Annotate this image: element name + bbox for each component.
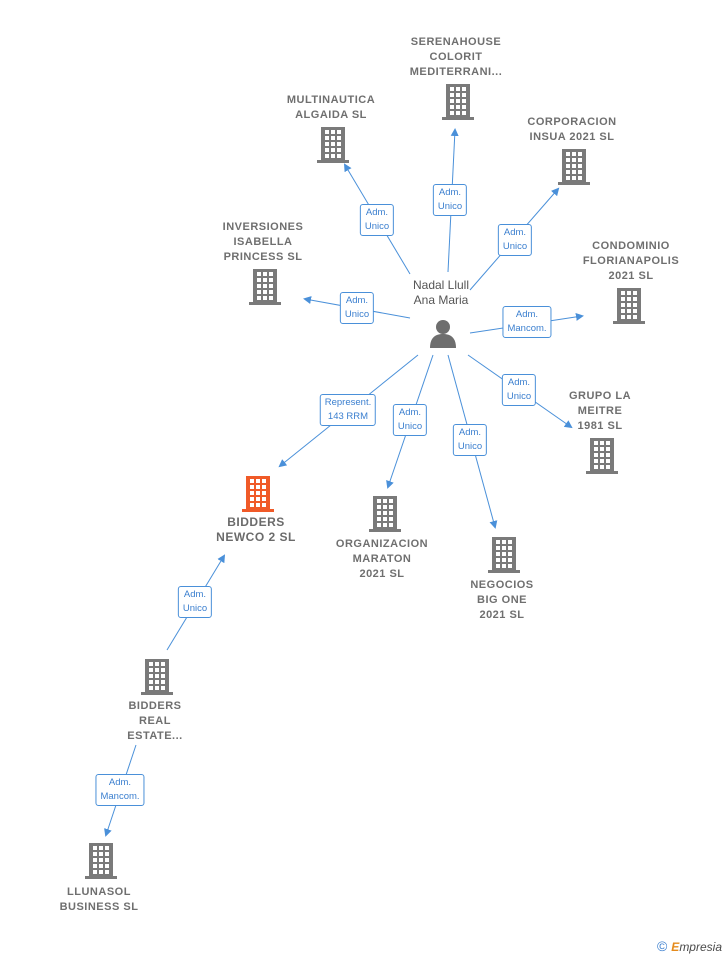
company-label-grupo[interactable]: GRUPO LA MEITRE 1981 SL bbox=[568, 390, 632, 432]
edge-label-corporacion[interactable]: Adm. Unico bbox=[497, 224, 533, 256]
company-label-biddersreal[interactable]: BIDDERS REAL ESTATE... bbox=[127, 700, 183, 742]
building-icon bbox=[242, 476, 274, 512]
building-icon bbox=[249, 269, 281, 305]
person-icon bbox=[430, 320, 456, 348]
company-node-llunasol[interactable] bbox=[85, 843, 117, 879]
company-label-condominio[interactable]: CONDOMINIO FLORIANAPOLIS 2021 SL bbox=[582, 240, 680, 282]
company-label-negocios[interactable]: NEGOCIOS BIG ONE 2021 SL bbox=[470, 579, 534, 621]
person-node[interactable] bbox=[428, 318, 458, 353]
company-node-corporacion[interactable] bbox=[558, 149, 590, 185]
brand-initial: E bbox=[671, 940, 680, 954]
edge-label-llunasol[interactable]: Adm. Mancom. bbox=[95, 774, 145, 806]
building-icon bbox=[141, 659, 173, 695]
company-label-inversiones[interactable]: INVERSIONES ISABELLA PRINCESS SL bbox=[222, 221, 304, 263]
edge-label-bidders2[interactable]: Adm. Unico bbox=[177, 586, 213, 618]
company-node-serenahouse[interactable] bbox=[442, 84, 474, 120]
edge-label-bidders2[interactable]: Represent. 143 RRM bbox=[319, 394, 377, 426]
building-icon bbox=[317, 127, 349, 163]
building-icon bbox=[442, 84, 474, 120]
edge-label-multinautica[interactable]: Adm. Unico bbox=[359, 204, 395, 236]
copyright-symbol: © bbox=[656, 938, 668, 954]
company-label-serenahouse[interactable]: SERENAHOUSE COLORIT MEDITERRANI... bbox=[409, 36, 503, 78]
company-node-biddersreal[interactable] bbox=[141, 659, 173, 695]
company-label-corporacion[interactable]: CORPORACION INSUA 2021 SL bbox=[527, 116, 617, 143]
building-icon bbox=[558, 149, 590, 185]
company-node-condominio[interactable] bbox=[613, 288, 645, 324]
company-label-bidders2[interactable]: BIDDERS NEWCO 2 SL bbox=[216, 515, 296, 544]
company-node-bidders2[interactable] bbox=[242, 476, 274, 512]
company-node-multinautica[interactable] bbox=[317, 127, 349, 163]
building-icon bbox=[586, 438, 618, 474]
person-name: Nadal Llull Ana Maria bbox=[412, 278, 470, 307]
edge-label-negocios[interactable]: Adm. Unico bbox=[452, 424, 488, 456]
building-icon bbox=[369, 496, 401, 532]
company-label-multinautica[interactable]: MULTINAUTICA ALGAIDA SL bbox=[286, 94, 376, 121]
company-label-llunasol[interactable]: LLUNASOL BUSINESS SL bbox=[59, 886, 139, 913]
footer-brand: ©Empresia bbox=[657, 938, 722, 954]
building-icon bbox=[488, 537, 520, 573]
brand-name: mpresia bbox=[679, 940, 722, 954]
building-icon bbox=[613, 288, 645, 324]
edge-label-condominio[interactable]: Adm. Mancom. bbox=[502, 306, 552, 338]
building-icon bbox=[85, 843, 117, 879]
company-node-grupo[interactable] bbox=[586, 438, 618, 474]
company-label-organizacion[interactable]: ORGANIZACION MARATON 2021 SL bbox=[335, 538, 429, 580]
company-node-negocios[interactable] bbox=[488, 537, 520, 573]
company-node-inversiones[interactable] bbox=[249, 269, 281, 305]
edge-label-organizacion[interactable]: Adm. Unico bbox=[392, 404, 428, 436]
edge-label-inversiones[interactable]: Adm. Unico bbox=[339, 292, 375, 324]
edge-label-grupo[interactable]: Adm. Unico bbox=[501, 374, 537, 406]
company-node-organizacion[interactable] bbox=[369, 496, 401, 532]
edge-label-serenahouse[interactable]: Adm. Unico bbox=[432, 184, 468, 216]
